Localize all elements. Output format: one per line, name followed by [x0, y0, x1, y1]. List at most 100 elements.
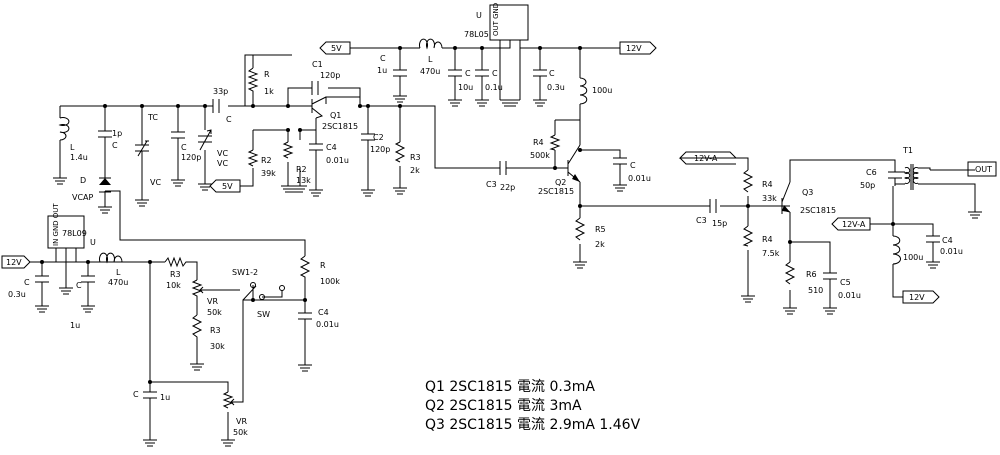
power-flag-5v-top: 5V	[319, 41, 351, 55]
c3b-value: 15p	[712, 219, 727, 228]
vc3-ref: VC	[217, 159, 228, 168]
c-1p-ref: C	[112, 141, 118, 150]
r2b-ref: R2	[296, 165, 307, 174]
vc2-ref: VC	[217, 149, 228, 158]
vr1-wiper	[199, 286, 206, 294]
l100-value: 100u	[592, 86, 612, 95]
r5-value: 2k	[595, 240, 605, 249]
capacitors	[35, 69, 940, 399]
r6-value: 510	[808, 286, 823, 295]
q3-part: 2SC1815	[800, 206, 836, 215]
c4b-ref: C4	[942, 236, 953, 245]
c33-value: 33p	[213, 87, 228, 96]
c6-value: 50p	[860, 181, 875, 190]
transistor-q2	[567, 144, 581, 183]
c3b-ref: C3	[696, 216, 707, 225]
power-flag-5v-vc: 5V	[209, 179, 241, 193]
r5-ref: R5	[595, 225, 606, 234]
in-c-ref: C	[24, 278, 30, 287]
note-q1: Q1 2SC1815 電流 0.3mA	[425, 379, 595, 395]
power-flag-12v-top: 12V	[619, 41, 657, 55]
r2-value: 39k	[261, 169, 276, 178]
d-ref: D	[80, 176, 86, 185]
rail-12v-in-label: 12V	[6, 258, 22, 267]
in-l-ref: L	[116, 268, 121, 277]
c1u2-ref: C	[133, 390, 139, 399]
c3-ref: C3	[486, 180, 497, 189]
q1-ref: Q1	[330, 111, 341, 120]
vr2-value: 50k	[233, 428, 248, 437]
power-flag-12va-q2: 12V-A	[678, 151, 738, 165]
varicap-arrow	[199, 129, 212, 151]
c03u-ref: C	[549, 69, 555, 78]
r4a-value: 33k	[762, 194, 777, 203]
inductor-470u-top	[419, 38, 443, 50]
t1-ref: T1	[902, 146, 913, 155]
q2-part: 2SC1815	[538, 187, 574, 196]
r2b-value: 13k	[296, 176, 311, 185]
c01u-ref: C	[492, 69, 498, 78]
regulator-78l09	[47, 215, 85, 262]
r4a-ref: R4	[762, 180, 773, 189]
r4b-ref: R4	[762, 235, 773, 244]
c33-ref: C	[226, 115, 232, 124]
inductor-100u-q2	[579, 77, 588, 105]
inductor-l-osc	[58, 117, 70, 141]
tc-ref: TC	[147, 113, 158, 122]
u-left-part: 78L09	[62, 229, 87, 238]
out-label: OUT	[975, 165, 992, 174]
vr2-wiper	[230, 398, 236, 406]
transformer-t1	[895, 164, 931, 190]
power-flag-12v-in: 12V	[1, 255, 31, 269]
regulator-labels: U 78L05 OUT GND IN 78L09 U IN GND OUT	[52, 0, 500, 247]
c10u-value: 10u	[458, 83, 473, 92]
rail-12va-label: 12V-A	[694, 154, 718, 163]
c4a-ref: C4	[326, 143, 337, 152]
vcap-ref: VCAP	[72, 193, 94, 202]
c-1p-value: 1p	[112, 129, 122, 138]
q3-ref: Q3	[802, 188, 813, 197]
r4b-value: 7.5k	[762, 249, 780, 258]
c4c-value: 0.01u	[316, 320, 339, 329]
u-top-pins: OUT GND IN	[492, 0, 500, 36]
c4b-value: 0.01u	[940, 247, 963, 256]
l-osc-ref: L	[70, 143, 75, 152]
c1u-value: 1u	[377, 66, 387, 75]
c120-value: 120p	[181, 153, 201, 162]
current-notes: Q1 2SC1815 電流 0.3mA Q2 2SC1815 電流 3mA Q3…	[425, 379, 641, 433]
c4c-ref: C4	[318, 308, 329, 317]
r1k-ref: R	[264, 70, 270, 79]
sw12-ref: SW1-2	[232, 268, 258, 277]
rail-12v-q3-label: 12V	[909, 293, 925, 302]
inductor-100u-q3	[892, 235, 901, 265]
output-port: OUT	[967, 161, 997, 177]
rail-12va-q3-label: 12V-A	[842, 220, 866, 229]
c6-ref: C6	[866, 168, 877, 177]
r2-ref: R2	[261, 156, 272, 165]
u-left-name: U	[90, 238, 96, 247]
power-flag-12va-q3: 12V-A	[831, 217, 871, 231]
component-labels: L 1.4u 1p C D VCAP TC VC C 120p VC VC 33…	[8, 54, 963, 437]
vr1-ref: VR	[207, 297, 218, 306]
in-c2-ref: C	[76, 281, 82, 290]
transistor-q1	[305, 96, 327, 119]
l-osc-value: 1.4u	[70, 153, 88, 162]
q2-ref: Q2	[555, 178, 566, 187]
r3a-value: 10k	[166, 281, 181, 290]
cq2-ref: C	[630, 161, 636, 170]
r3-value: 2k	[410, 166, 420, 175]
rail-5v-vc-label: 5V	[222, 182, 233, 191]
c2-ref: C2	[373, 133, 384, 142]
r3a-ref: R3	[170, 270, 181, 279]
r3-ref: R3	[410, 153, 421, 162]
r1k-value: 1k	[264, 87, 274, 96]
l100b-value: 100u	[903, 253, 923, 262]
c1-value: 120p	[320, 71, 340, 80]
resistors	[164, 67, 796, 409]
vr1-value: 50k	[207, 308, 222, 317]
c01u-value: 0.1u	[485, 83, 503, 92]
ground-symbols	[35, 95, 982, 447]
junction-dots	[40, 46, 895, 384]
cq2-value: 0.01u	[628, 174, 651, 183]
